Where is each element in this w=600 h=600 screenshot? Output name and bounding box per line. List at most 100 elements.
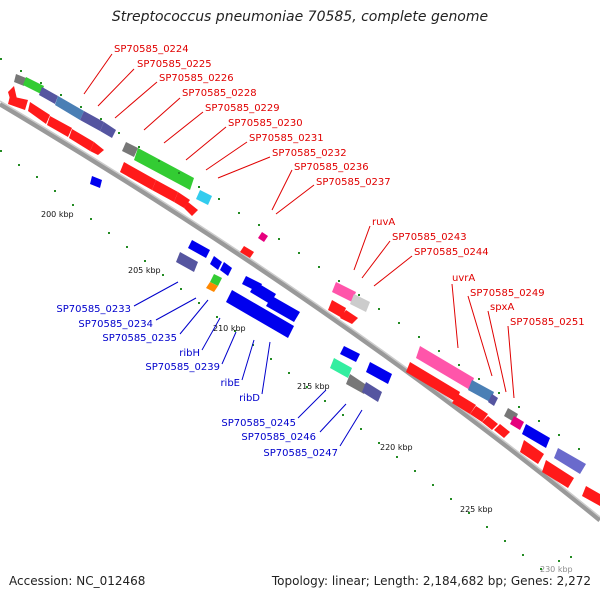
gene-feature — [184, 202, 198, 216]
tick-mark — [438, 350, 440, 352]
gene-feature — [542, 460, 574, 488]
tick-mark — [36, 176, 38, 178]
tick-label: 215 kbp — [297, 382, 330, 391]
gene-feature — [340, 310, 358, 324]
gene-label: ribH — [179, 348, 200, 359]
tick-mark — [108, 232, 110, 234]
gene-label: SP70585_0236 — [294, 162, 369, 173]
topology-summary: Topology: linear; Length: 2,184,682 bp; … — [271, 574, 591, 588]
gene-feature — [152, 180, 178, 202]
gene-feature — [174, 192, 190, 208]
gene-feature — [210, 256, 222, 270]
tick-label: 225 kbp — [460, 505, 493, 514]
tick-mark — [378, 442, 380, 444]
gene-feature — [23, 77, 44, 94]
gene-feature — [266, 296, 300, 322]
plus-gene-labels: SP70585_0224 SP70585_0225 SP70585_0226 S… — [114, 44, 585, 328]
gene-feature — [176, 252, 198, 272]
tick-mark — [0, 58, 2, 60]
gene-feature — [468, 380, 494, 402]
gene-feature — [522, 424, 550, 448]
tick-mark — [458, 364, 460, 366]
gene-feature — [330, 358, 352, 378]
gene-label: SP70585_0226 — [159, 73, 234, 84]
gene-label: SP70585_0251 — [510, 317, 585, 328]
tick-mark — [558, 560, 560, 562]
gene-feature — [28, 102, 50, 124]
plus-strand-features — [8, 74, 600, 506]
tick-mark — [288, 372, 290, 374]
gene-feature — [188, 240, 210, 258]
tick-mark — [518, 406, 520, 408]
tick-mark — [198, 186, 200, 188]
gene-label: SP70585_0228 — [182, 88, 257, 99]
gene-feature — [47, 116, 72, 137]
gene-label: SP70585_0225 — [137, 59, 212, 70]
gene-label: SP70585_0247 — [263, 448, 338, 459]
gene-feature — [520, 440, 544, 464]
tick-mark — [54, 190, 56, 192]
gene-feature — [406, 362, 460, 402]
gene-label: ribD — [239, 393, 260, 404]
gene-feature — [134, 148, 194, 190]
tick-mark — [318, 266, 320, 268]
tick-mark — [540, 568, 542, 570]
minus-gene-labels: SP70585_0233 SP70585_0234 SP70585_0235 r… — [56, 304, 338, 459]
accession-label: Accession: NC_012468 — [9, 574, 146, 588]
tick-mark — [398, 322, 400, 324]
gene-label: ribE — [220, 378, 240, 389]
gene-feature — [100, 122, 116, 138]
tick-mark — [258, 224, 260, 226]
gene-label: SP70585_0234 — [78, 319, 153, 330]
gene-feature — [14, 74, 26, 86]
gene-feature — [90, 176, 102, 188]
tick-mark — [538, 420, 540, 422]
gene-label: SP70585_0245 — [221, 418, 296, 429]
gene-label: SP70585_0246 — [241, 432, 316, 443]
gene-label: SP70585_0249 — [470, 288, 545, 299]
gene-feature — [258, 232, 268, 242]
gene-feature — [8, 96, 28, 110]
gene-feature — [90, 142, 104, 155]
tick-mark — [144, 260, 146, 262]
minus-strand-features — [90, 176, 586, 474]
gene-label: SP70585_0239 — [145, 362, 220, 373]
gene-feature — [482, 416, 498, 430]
tick-mark — [100, 118, 102, 120]
tick-label: 210 kbp — [213, 324, 246, 333]
tick-mark — [298, 252, 300, 254]
tick-mark — [216, 316, 218, 318]
tick-mark — [324, 400, 326, 402]
tick-mark — [118, 132, 120, 134]
gene-label: SP70585_0244 — [414, 247, 489, 258]
tick-mark — [18, 164, 20, 166]
gene-feature — [122, 142, 138, 157]
gene-feature — [416, 346, 474, 390]
gene-label: SP70585_0233 — [56, 304, 131, 315]
gene-feature — [366, 362, 392, 384]
tick-mark — [158, 160, 160, 162]
tick-label: 200 kbp — [41, 210, 74, 219]
tick-mark — [270, 358, 272, 360]
tick-mark — [478, 378, 480, 380]
tick-mark — [180, 288, 182, 290]
tick-mark — [378, 308, 380, 310]
gene-feature — [250, 282, 276, 304]
gene-feature — [470, 406, 488, 422]
gene-feature — [80, 111, 104, 131]
gene-feature — [120, 162, 156, 190]
gene-feature — [362, 382, 382, 402]
tick-mark — [504, 540, 506, 542]
gene-feature — [452, 394, 476, 414]
tick-mark — [358, 294, 360, 296]
gene-feature — [340, 346, 360, 362]
tick-mark — [360, 428, 362, 430]
gene-feature — [69, 129, 94, 151]
gene-feature — [346, 374, 368, 394]
genome-backbone — [0, 101, 600, 522]
gene-label: SP70585_0235 — [102, 333, 177, 344]
gene-feature — [206, 282, 218, 292]
tick-mark — [72, 204, 74, 206]
gene-feature — [350, 294, 370, 312]
